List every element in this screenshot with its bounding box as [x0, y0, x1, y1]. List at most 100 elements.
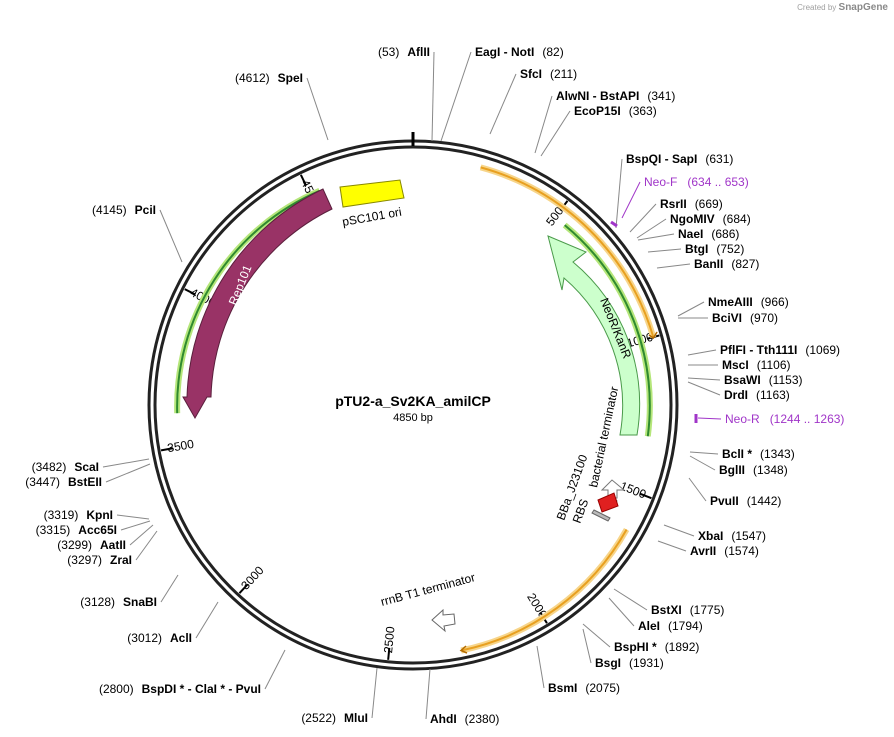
restriction-site-label[interactable]: (3319)KpnI: [44, 508, 113, 522]
neor-kanr-feature[interactable]: [547, 235, 641, 436]
site-name: BstXI: [651, 603, 682, 617]
restriction-site-label[interactable]: BsmI(2075): [548, 681, 620, 695]
restriction-site-label[interactable]: (3482)ScaI: [32, 460, 99, 474]
site-leader: [582, 623, 611, 648]
restriction-site-label[interactable]: (3315)Acc65I: [36, 523, 117, 537]
site-position: (2800): [99, 682, 134, 696]
site-leader: [264, 649, 286, 690]
restriction-site-label[interactable]: BsgI(1931): [595, 656, 664, 670]
restriction-site-label[interactable]: MscI(1106): [722, 358, 790, 372]
restriction-site-label[interactable]: BciVI(970): [712, 311, 778, 325]
site-name: BspQI - SapI: [626, 152, 697, 166]
restriction-site-label[interactable]: (2800)BspDI * - ClaI * - PvuI: [99, 682, 261, 696]
restriction-site-label[interactable]: BanII(827): [694, 257, 759, 271]
restriction-site-label[interactable]: AvrII(1574): [690, 544, 759, 558]
amilcp-feature[interactable]: [597, 492, 619, 513]
site-leader: [431, 51, 435, 142]
site-position: (1775): [690, 603, 725, 617]
site-position: (631): [705, 152, 733, 166]
site-position: (211): [550, 67, 577, 81]
plasmid-name: pTU2-a_Sv2KA_amilCP: [335, 393, 491, 409]
restriction-site-label[interactable]: AlwNI - BstAPI(341): [556, 89, 675, 103]
tick-mark-2500: [387, 647, 391, 660]
tick-label-3000: 3000: [238, 563, 267, 592]
restriction-site-label[interactable]: DrdI(1163): [724, 388, 790, 402]
site-leader: [120, 520, 151, 531]
site-leader: [688, 477, 707, 502]
snapgene-logo: SnapGene: [838, 2, 888, 13]
site-position: (341): [647, 89, 675, 103]
site-leader: [656, 263, 691, 269]
tick-mark-1500: [639, 492, 652, 500]
site-leader: [582, 628, 592, 664]
restriction-site-label[interactable]: (3299)AatII: [57, 538, 126, 552]
restriction-site-label[interactable]: RsrII(669): [660, 197, 723, 211]
primer-leader: [621, 181, 641, 219]
site-name: AvrII: [690, 544, 716, 558]
site-name: BclI *: [722, 447, 752, 461]
site-name: AflII: [407, 45, 430, 59]
restriction-site-label[interactable]: (4612)SpeI: [235, 71, 303, 85]
site-position: (970): [750, 311, 778, 325]
restriction-site-label[interactable]: NmeAIII(966): [708, 295, 789, 309]
restriction-site-label[interactable]: XbaI(1547): [698, 529, 766, 543]
site-name: MluI: [344, 711, 368, 725]
site-position: (1547): [731, 529, 766, 543]
psc101-ori-feature[interactable]: [339, 179, 405, 208]
site-name: NgoMIV: [670, 212, 715, 226]
site-name: BspHI *: [614, 640, 657, 654]
site-name: NmeAIII: [708, 295, 753, 309]
restriction-site-label[interactable]: EagI - NotI(82): [475, 45, 564, 59]
restriction-site-label[interactable]: (3012)AclI: [127, 631, 192, 645]
restriction-site-label[interactable]: NaeI(686): [678, 227, 739, 241]
restriction-site-label[interactable]: (53)AflII: [378, 45, 430, 59]
site-position: (1794): [668, 619, 703, 633]
restriction-site-label[interactable]: AleI(1794): [638, 619, 703, 633]
site-name: AclI: [170, 631, 192, 645]
site-leader: [687, 377, 721, 381]
bacterial-terminator-label: bacterial terminator: [586, 385, 621, 488]
orf-arrow-head-bottom: [459, 645, 468, 654]
restriction-site-label[interactable]: PflFI - Tth111I(1069): [720, 343, 840, 357]
primer-label[interactable]: Neo-R(1244 .. 1263): [725, 412, 844, 426]
site-position: (684): [723, 212, 751, 226]
site-position: (2380): [465, 712, 500, 726]
restriction-site-label[interactable]: BglII(1348): [719, 463, 788, 477]
restriction-site-label[interactable]: (3297)ZraI: [67, 553, 132, 567]
rbs-feature[interactable]: [591, 509, 611, 522]
site-leader: [160, 574, 179, 603]
restriction-site-label[interactable]: BstXI (1775): [651, 603, 724, 617]
restriction-site-label[interactable]: BclI *(1343): [722, 447, 795, 461]
site-name: Acc65I: [78, 523, 117, 537]
restriction-site-label[interactable]: (2522)MluI: [301, 711, 368, 725]
green-arc-left: [176, 189, 320, 414]
restriction-site-label[interactable]: NgoMIV (684): [670, 212, 751, 226]
site-leader: [689, 451, 719, 455]
restriction-site-label[interactable]: (4145)PciI: [92, 203, 156, 217]
restriction-site-label[interactable]: BspHI *(1892): [614, 640, 699, 654]
site-name: BsmI: [548, 681, 577, 695]
site-name: RsrII: [660, 197, 687, 211]
site-name: AatII: [100, 538, 126, 552]
restriction-site-label[interactable]: BtgI(752): [685, 242, 744, 256]
site-name: BsgI: [595, 656, 621, 670]
rrnb-t1-terminator-feature[interactable]: [431, 608, 456, 633]
bacterial-terminator-feature[interactable]: [600, 479, 626, 499]
restriction-site-label[interactable]: (3128)SnaBI: [80, 595, 157, 609]
site-name: SnaBI: [123, 595, 157, 609]
restriction-site-label[interactable]: AhdI(2380): [430, 712, 499, 726]
site-leader: [116, 514, 150, 520]
restriction-site-label[interactable]: PvuII(1442): [710, 494, 781, 508]
restriction-site-label[interactable]: BspQI - SapI (631): [626, 152, 733, 166]
primer-label[interactable]: Neo-F(634 .. 653): [644, 175, 749, 189]
rep101-feature[interactable]: [182, 188, 333, 420]
restriction-site-label[interactable]: SfcI(211): [520, 67, 577, 81]
site-name: EcoP15I: [574, 104, 621, 118]
restriction-site-label[interactable]: (3447)BstEII: [25, 475, 102, 489]
site-name: PflFI - Tth111I: [720, 343, 797, 357]
tick-mark-4000: [184, 288, 196, 296]
restriction-site-label[interactable]: BsaWI(1153): [724, 373, 802, 387]
restriction-site-label[interactable]: EcoP15I(363): [574, 104, 657, 118]
site-leader: [629, 203, 657, 233]
site-leader: [613, 588, 648, 611]
